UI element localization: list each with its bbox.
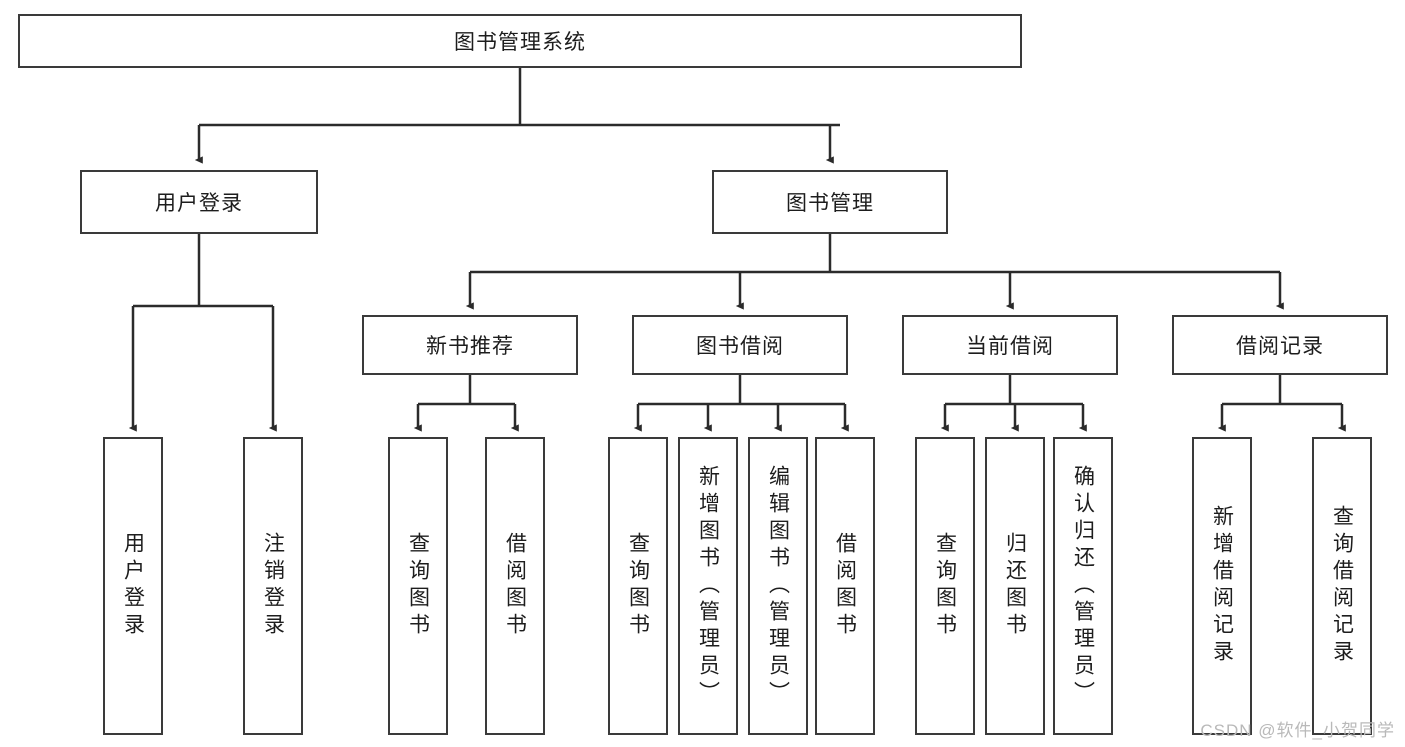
leaf-label: 借阅图书 <box>833 532 857 640</box>
node-book-management[interactable]: 图书管理 <box>712 170 948 234</box>
leaf-query-book-borrow[interactable]: 查询图书 <box>608 437 668 735</box>
leaf-query-borrow-record[interactable]: 查询借阅记录 <box>1312 437 1372 735</box>
node-new-book-recommend-label: 新书推荐 <box>426 335 514 358</box>
leaf-label: 确认归还（管理员） <box>1071 464 1095 708</box>
leaf-label: 查询图书 <box>626 532 650 640</box>
leaf-label: 查询图书 <box>406 532 430 640</box>
node-new-book-recommend[interactable]: 新书推荐 <box>362 315 578 375</box>
node-borrow-record-label: 借阅记录 <box>1236 335 1324 358</box>
node-root[interactable]: 图书管理系统 <box>18 14 1022 68</box>
leaf-label: 查询图书 <box>933 532 957 640</box>
leaf-user-login[interactable]: 用户登录 <box>103 437 163 735</box>
leaf-query-book-current[interactable]: 查询图书 <box>915 437 975 735</box>
node-book-borrow-label: 图书借阅 <box>696 335 784 358</box>
node-user-login[interactable]: 用户登录 <box>80 170 318 234</box>
leaf-return-book[interactable]: 归还图书 <box>985 437 1045 735</box>
leaf-label: 新增借阅记录 <box>1210 505 1234 667</box>
leaf-logout[interactable]: 注销登录 <box>243 437 303 735</box>
leaf-label: 注销登录 <box>261 532 285 640</box>
leaf-add-book-admin[interactable]: 新增图书（管理员） <box>678 437 738 735</box>
node-root-label: 图书管理系统 <box>454 31 586 54</box>
node-book-borrow[interactable]: 图书借阅 <box>632 315 848 375</box>
node-user-login-label: 用户登录 <box>155 192 243 215</box>
node-current-borrow[interactable]: 当前借阅 <box>902 315 1118 375</box>
node-book-management-label: 图书管理 <box>786 192 874 215</box>
leaf-borrow-book[interactable]: 借阅图书 <box>815 437 875 735</box>
leaf-label: 查询借阅记录 <box>1330 505 1354 667</box>
leaf-label: 用户登录 <box>121 532 145 640</box>
leaf-borrow-book-recommend[interactable]: 借阅图书 <box>485 437 545 735</box>
leaf-query-book-recommend[interactable]: 查询图书 <box>388 437 448 735</box>
node-borrow-record[interactable]: 借阅记录 <box>1172 315 1388 375</box>
leaf-label: 编辑图书（管理员） <box>766 464 790 708</box>
leaf-confirm-return-admin[interactable]: 确认归还（管理员） <box>1053 437 1113 735</box>
watermark: CSDN @软件_小贺同学 <box>1200 721 1395 740</box>
leaf-label: 借阅图书 <box>503 532 527 640</box>
node-current-borrow-label: 当前借阅 <box>966 335 1054 358</box>
leaf-edit-book-admin[interactable]: 编辑图书（管理员） <box>748 437 808 735</box>
leaf-label: 新增图书（管理员） <box>696 464 720 708</box>
leaf-add-borrow-record[interactable]: 新增借阅记录 <box>1192 437 1252 735</box>
leaf-label: 归还图书 <box>1003 532 1027 640</box>
